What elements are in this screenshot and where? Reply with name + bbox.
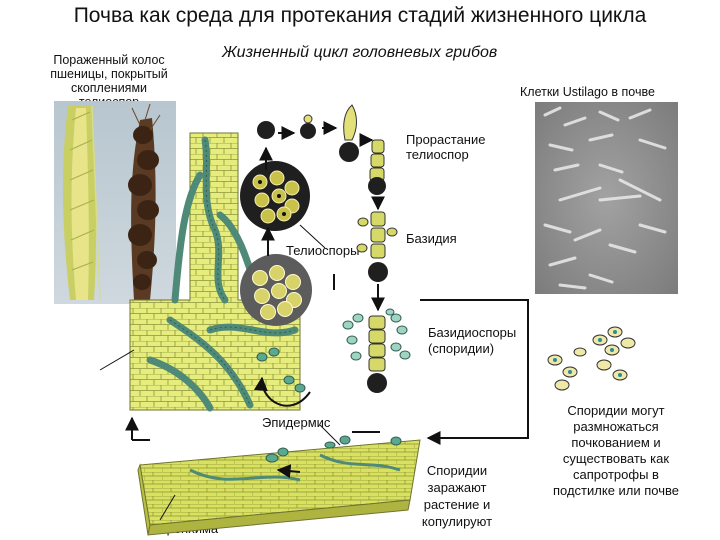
cycle-arrows [125, 121, 529, 479]
page-title: Почва как среда для протекания стадий жи… [73, 4, 647, 27]
ustilago-micrograph [535, 102, 678, 294]
diagram-subtitle: Жизненный цикл головневых грибов [222, 44, 498, 61]
basidium-label: Базидия [406, 231, 457, 246]
budding-sporidia [547, 326, 636, 391]
teliospores-label: Телиоспоры [286, 243, 360, 258]
epidermis-label: Эпидермис [262, 415, 331, 430]
teliospore-cluster-lower [240, 254, 312, 326]
teliospore-cluster-upper [240, 161, 310, 231]
basidiospores-label: Базидиоспоры (споридии) [428, 325, 517, 356]
germination-label: Прорастание телиоспор [406, 132, 486, 162]
mycelium-tissue-drawing [99, 132, 306, 412]
basidium-column [342, 139, 411, 393]
soil-cells-label: Клетки Ustilago в почве [520, 85, 655, 99]
leaf-surface-block [137, 424, 421, 536]
infected-ear-photo [54, 101, 176, 304]
germinating-teliospores [257, 104, 359, 162]
sporidia-infect-label: Споридии заражают растение и копулируют [421, 463, 493, 529]
sporidia-reproduce-label: Споридии могут размножаться почкованием … [552, 403, 679, 498]
